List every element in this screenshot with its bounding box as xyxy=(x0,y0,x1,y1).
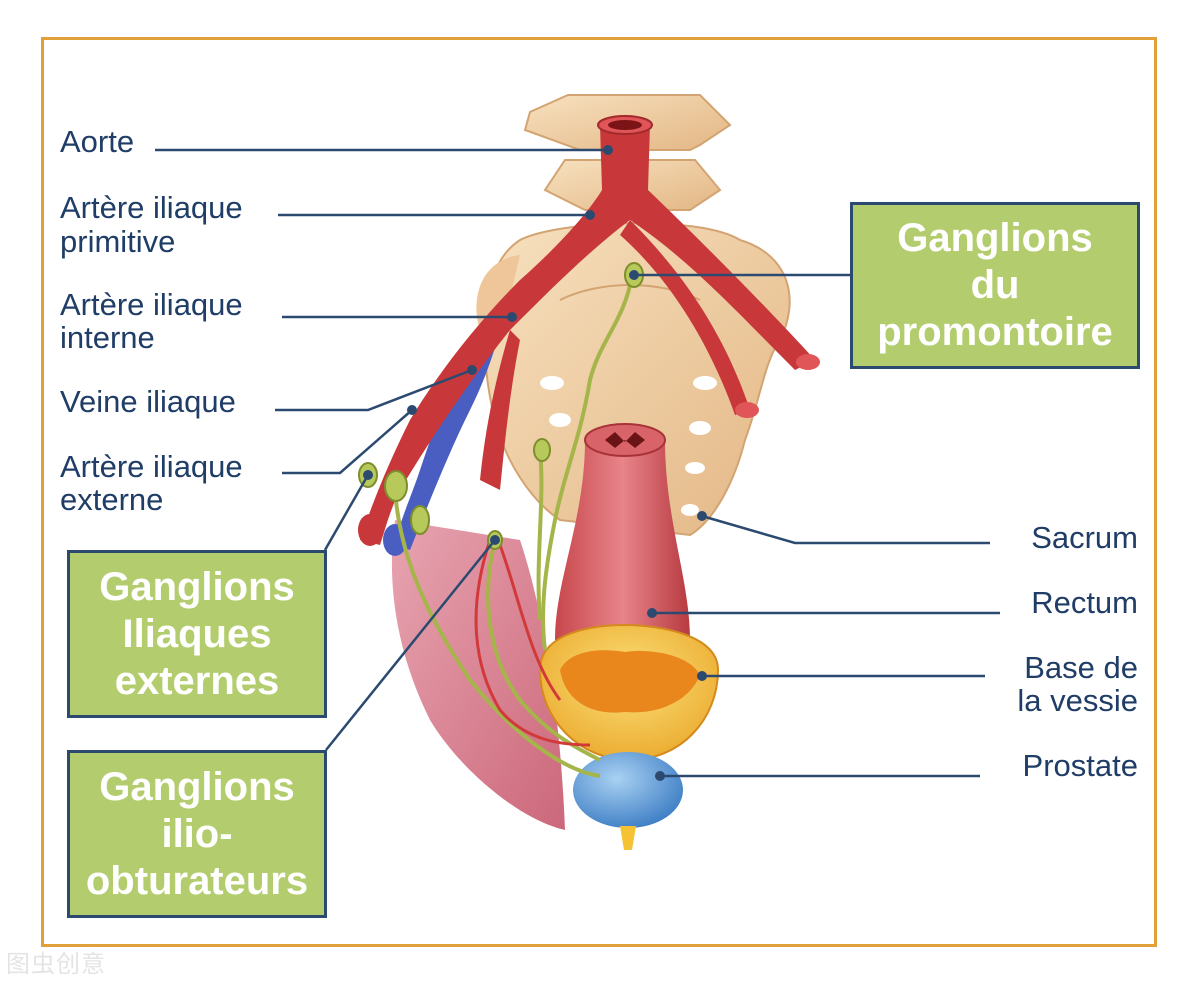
small-arteries xyxy=(474,539,591,747)
box-obturateurs-line2: ilio- xyxy=(161,811,233,856)
box-iliaques-line3: externes xyxy=(114,658,280,703)
label-artere-iliaque-interne-line1: Artère iliaque xyxy=(60,287,243,322)
leader-lines xyxy=(155,148,1000,778)
label-artere-iliaque-primitive-line1: Artère iliaque xyxy=(60,190,243,225)
box-promontoire-line1: Ganglions xyxy=(897,216,1093,260)
label-base-vessie-line1: Base de xyxy=(1024,650,1138,685)
box-ganglions-promontoire: Ganglions du promontoire xyxy=(850,202,1140,369)
label-base-vessie-line2: la vessie xyxy=(1017,683,1138,718)
label-veine-iliaque: Veine iliaque xyxy=(60,384,236,419)
label-rectum: Rectum xyxy=(1031,585,1138,620)
label-artere-iliaque-externe-line2: externe xyxy=(60,482,164,517)
box-iliaques-line1: Ganglions xyxy=(99,564,295,609)
bladder-base xyxy=(538,623,720,762)
prostate xyxy=(573,752,683,850)
box-iliaques-line2: Iliaques xyxy=(122,611,272,656)
label-artere-iliaque-primitive-line2: primitive xyxy=(60,224,176,259)
box-promontoire-line2: du xyxy=(970,263,1020,307)
leader-dots xyxy=(363,145,707,781)
label-sacrum: Sacrum xyxy=(1031,520,1138,555)
box-ganglions-ilio-obturateurs: Ganglions ilio- obturateurs xyxy=(67,750,327,918)
label-artere-iliaque-interne-line2: interne xyxy=(60,320,155,355)
box-promontoire-line3: promontoire xyxy=(877,310,1113,354)
box-obturateurs-line1: Ganglions xyxy=(99,764,295,809)
box-obturateurs-line3: obturateurs xyxy=(85,858,309,903)
watermark: 图虫创意 xyxy=(6,951,106,978)
obturator-muscle xyxy=(391,520,565,830)
rectum xyxy=(555,423,690,640)
label-prostate: Prostate xyxy=(1022,748,1138,783)
label-aorte: Aorte xyxy=(60,124,135,159)
box-ganglions-iliaques-externes: Ganglions Iliaques externes xyxy=(67,550,327,718)
label-artere-iliaque-externe-line1: Artère iliaque xyxy=(60,449,243,484)
